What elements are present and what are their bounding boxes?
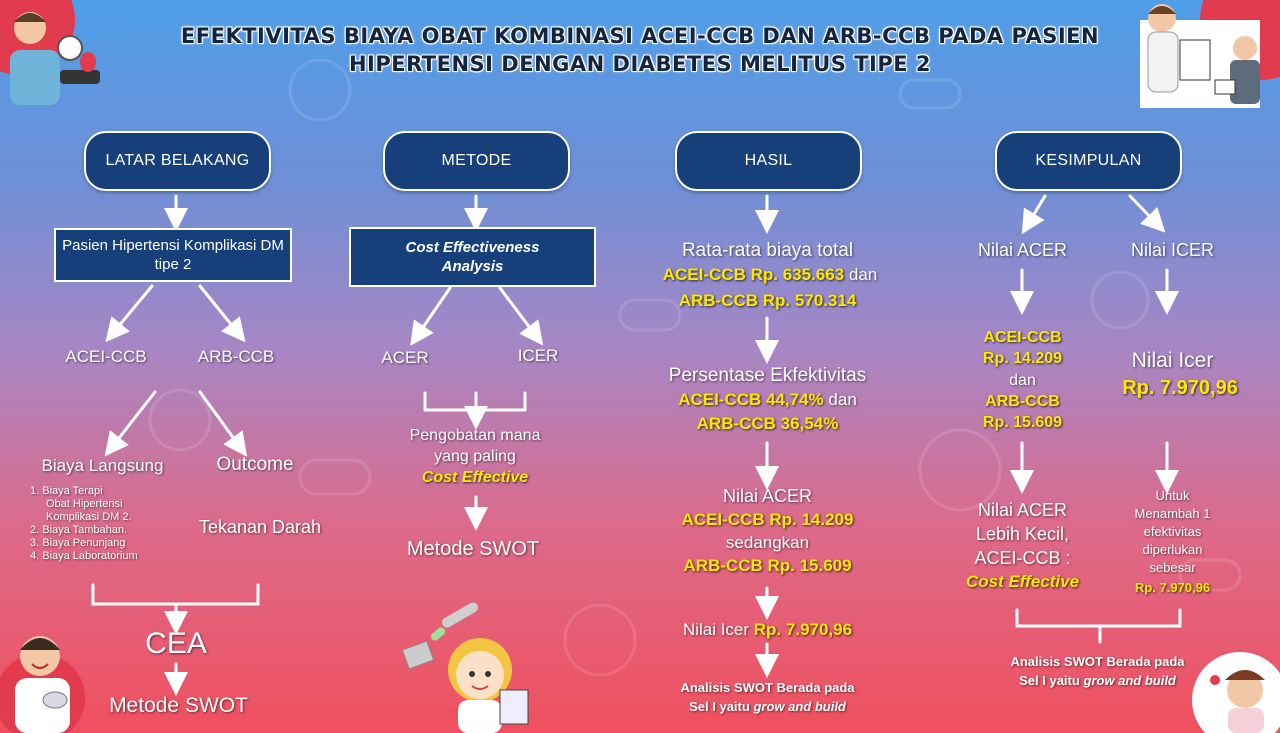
kesimpulan-swot-line-2: Sel I yaitu grow and build bbox=[980, 673, 1215, 688]
patient-medicine-illustration bbox=[1192, 652, 1280, 733]
effectiveness-and: dan bbox=[828, 390, 857, 409]
add-effect-line-1: Untuk bbox=[1155, 488, 1190, 503]
acer-result-arb: ARB-CCB Rp. 15.609 bbox=[683, 556, 852, 575]
swot-result-cell: Sel I yaitu bbox=[689, 699, 750, 714]
treatment-line-2: yang paling bbox=[434, 448, 516, 465]
treatment-line-1: Pengobatan mana bbox=[409, 427, 541, 444]
kesimpulan-icer-value: Rp. 7.970,96 bbox=[1122, 377, 1238, 399]
acei-ccb-label: ACEI-CCB bbox=[65, 347, 147, 366]
title-line-2: HIPERTENSI DENGAN DIABETES MELITUS TIPE … bbox=[348, 52, 932, 76]
doctor-patient-illustration bbox=[1140, 0, 1280, 108]
kesimpulan-acer-title: Nilai ACER bbox=[977, 240, 1068, 260]
effectiveness-acei: ACEI-CCB 44,74% bbox=[678, 390, 824, 409]
direct-cost-label: Biaya Langsung bbox=[41, 456, 164, 475]
cea-method-line-2: Analysis bbox=[441, 258, 504, 275]
outcome-label: Outcome bbox=[216, 454, 294, 475]
conclusion-line-1: Nilai ACER bbox=[977, 500, 1068, 520]
patient-box: Pasien Hipertensi Komplikasi DM tipe 2 bbox=[54, 228, 292, 282]
doctor-blood-pressure-illustration bbox=[0, 0, 100, 105]
acer-result-while: sedangkan bbox=[725, 533, 810, 552]
kesimpulan-icer-label: Nilai Icer bbox=[1131, 349, 1214, 372]
pharmacist-illustration bbox=[0, 636, 85, 733]
effectiveness-arb: ARB-CCB 36,54% bbox=[696, 414, 839, 433]
cost-item: 2. Biaya Tambahan. bbox=[30, 524, 128, 536]
metode-swot-label-1: Metode SWOT bbox=[109, 694, 248, 717]
avg-cost-acei-row: ACEI-CCB Rp. 635.663 dan bbox=[630, 265, 910, 285]
nurse-illustration bbox=[401, 602, 529, 733]
kesimpulan-acei-value: Rp. 14.209 bbox=[982, 350, 1063, 367]
acer-result-acei: ACEI-CCB Rp. 14.209 bbox=[681, 510, 854, 529]
conclusion-line-3: ACEI-CCB : bbox=[974, 548, 1071, 568]
cea-method-box: Cost Effectiveness Analysis bbox=[349, 227, 596, 287]
kesimpulan-arb: ARB-CCB bbox=[985, 393, 1060, 410]
icer-result-value: Rp. 7.970,96 bbox=[753, 620, 853, 639]
header-kesimpulan: KESIMPULAN bbox=[995, 131, 1182, 191]
cost-item: 1. Biaya Terapi bbox=[30, 485, 103, 497]
kesimpulan-acei: ACEI-CCB bbox=[983, 329, 1062, 346]
effectiveness-label: Persentase Ekfektivitas bbox=[668, 365, 867, 386]
kesimpulan-swot-italic: grow and build bbox=[1083, 673, 1176, 688]
acer-label: ACER bbox=[381, 348, 429, 367]
blood-pressure-label: Tekanan Darah bbox=[198, 517, 322, 537]
cost-item: 4. Biaya Laboratorium bbox=[30, 550, 138, 562]
kesimpulan-icer-title: Nilai ICER bbox=[1130, 240, 1214, 260]
cost-item: Komplikasi DM 2. bbox=[46, 511, 132, 523]
avg-cost-arb: ARB-CCB Rp. 570.314 bbox=[678, 291, 857, 310]
effectiveness-acei-row: ACEI-CCB 44,74% dan bbox=[640, 390, 895, 410]
add-effect-line-2: Menambah 1 bbox=[1134, 506, 1211, 521]
conclusion-cost-effective: Cost Effective bbox=[965, 572, 1080, 591]
swot-result-italic: grow and build bbox=[753, 699, 846, 714]
icer-result-row: Nilai Icer Rp. 7.970,96 bbox=[650, 620, 885, 640]
cost-effective-highlight: Cost Effective bbox=[421, 469, 529, 486]
kesimpulan-arb-value: Rp. 15.609 bbox=[982, 414, 1063, 431]
avg-cost-acei: ACEI-CCB Rp. 635.663 bbox=[662, 265, 845, 284]
metode-swot-label-2: Metode SWOT bbox=[406, 538, 540, 560]
acer-result-label: Nilai ACER bbox=[722, 486, 813, 506]
cea-label: CEA bbox=[145, 627, 207, 660]
cost-item: 3. Biaya Penunjang bbox=[30, 537, 126, 549]
icer-result-label: Nilai Icer bbox=[682, 620, 750, 639]
add-effect-line-4: diperlukan bbox=[1142, 542, 1203, 557]
add-effect-value: Rp. 7.970,96 bbox=[1134, 580, 1211, 595]
add-effect-line-3: efektivitas bbox=[1143, 524, 1202, 539]
header-latar-belakang: LATAR BELAKANG bbox=[84, 131, 271, 191]
avg-cost-and: dan bbox=[848, 265, 878, 284]
avg-cost-label: Rata-rata biaya total bbox=[681, 240, 854, 261]
icer-label: ICER bbox=[517, 346, 559, 365]
swot-result-line-1: Analisis SWOT Berada pada bbox=[680, 680, 855, 695]
add-effect-line-5: sebesar bbox=[1149, 560, 1196, 575]
swot-result-line-2: Sel I yaitu grow and build bbox=[650, 699, 885, 714]
title-line-1: EFEKTIVITAS BIAYA OBAT KOMBINASI ACEI-CC… bbox=[180, 24, 1100, 48]
header-metode: METODE bbox=[383, 131, 570, 191]
arb-ccb-label: ARB-CCB bbox=[197, 347, 275, 366]
cost-item: Obat Hipertensi bbox=[46, 498, 123, 510]
kesimpulan-swot-cell: Sel I yaitu bbox=[1019, 673, 1080, 688]
direct-cost-list: 1. Biaya Terapi Obat Hipertensi Komplika… bbox=[30, 485, 138, 563]
cea-method-line-1: Cost Effectiveness bbox=[405, 239, 540, 256]
conclusion-line-2: Lebih Kecil, bbox=[975, 524, 1070, 544]
kesimpulan-and: dan bbox=[1009, 372, 1036, 389]
kesimpulan-swot-line-1: Analisis SWOT Berada pada bbox=[1010, 654, 1185, 669]
header-hasil: HASIL bbox=[675, 131, 862, 191]
